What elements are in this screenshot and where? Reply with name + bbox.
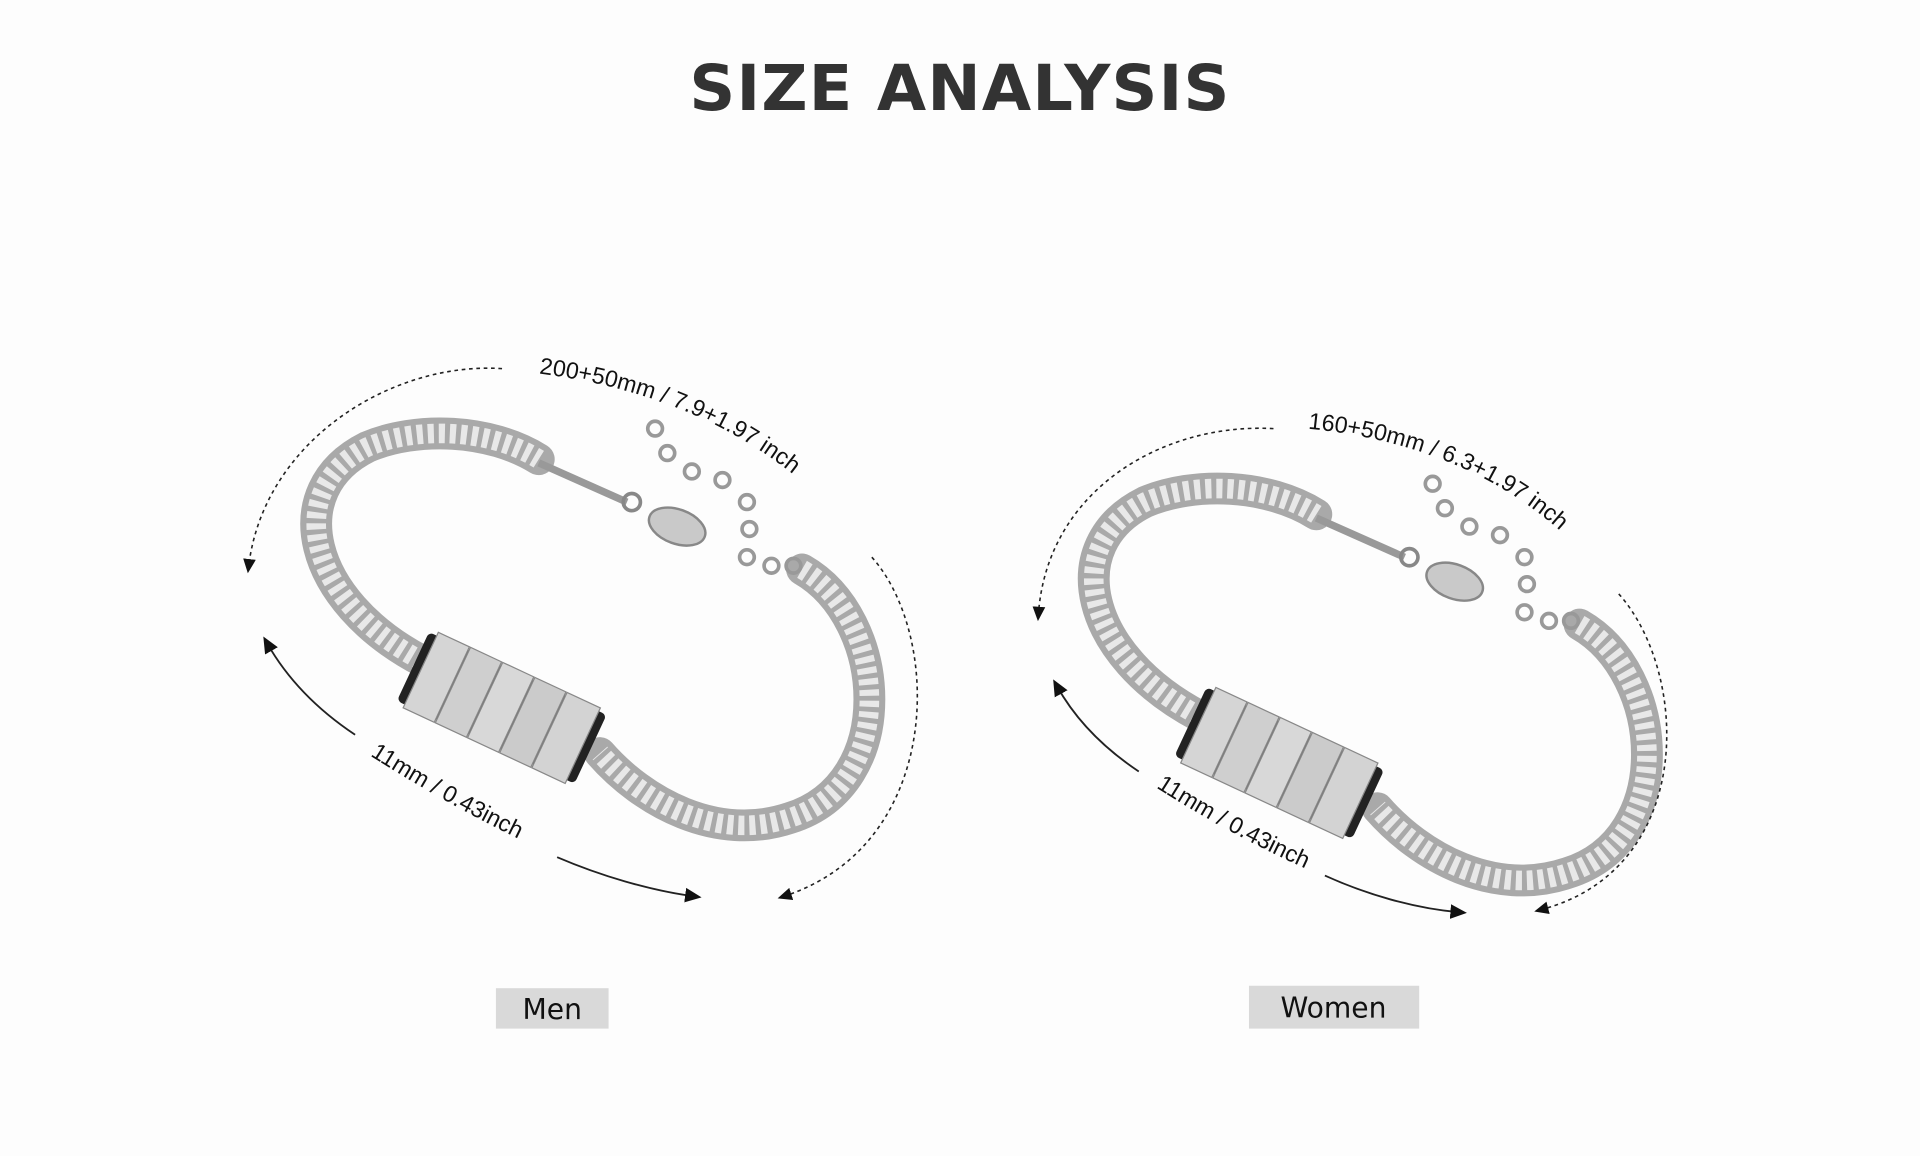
men-width-arrows — [263, 636, 702, 903]
men-dimension-arrows — [243, 367, 919, 900]
men-label: Men — [495, 988, 609, 1029]
women-dimension-arrows — [1032, 427, 1668, 914]
women-bracelet-image — [1094, 476, 1647, 880]
women-label: Women — [1248, 985, 1420, 1029]
page-title: SIZE ANALYSIS — [689, 52, 1230, 126]
women-width-arrows — [1053, 679, 1467, 919]
men-label-text: Men — [523, 993, 582, 1026]
women-label-text: Women — [1280, 992, 1386, 1025]
